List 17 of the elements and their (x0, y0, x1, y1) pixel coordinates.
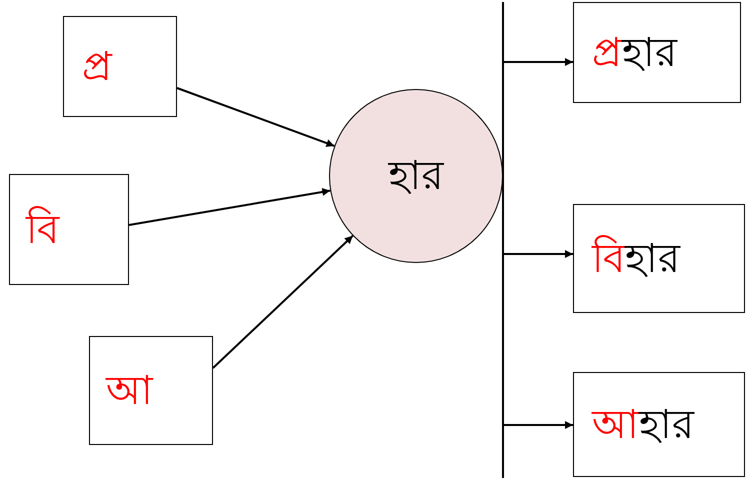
root-text: হার (639, 404, 694, 444)
root-text: হার (388, 156, 444, 196)
arrow (176, 87, 335, 147)
prefix-box (9, 174, 129, 285)
prefix-text: আ (592, 404, 639, 444)
prefix-text: আ (106, 370, 153, 410)
word-box (573, 204, 745, 313)
word-box (573, 2, 741, 103)
prefix-text: প্র (592, 32, 622, 72)
arrow (212, 235, 354, 369)
prefix-box (89, 336, 213, 445)
word-box (573, 372, 745, 477)
root-text: হার (625, 238, 680, 278)
arrow (128, 188, 330, 226)
prefix-text: প্র (82, 46, 112, 86)
prefix-box (63, 16, 177, 117)
root-text: হার (622, 32, 677, 72)
